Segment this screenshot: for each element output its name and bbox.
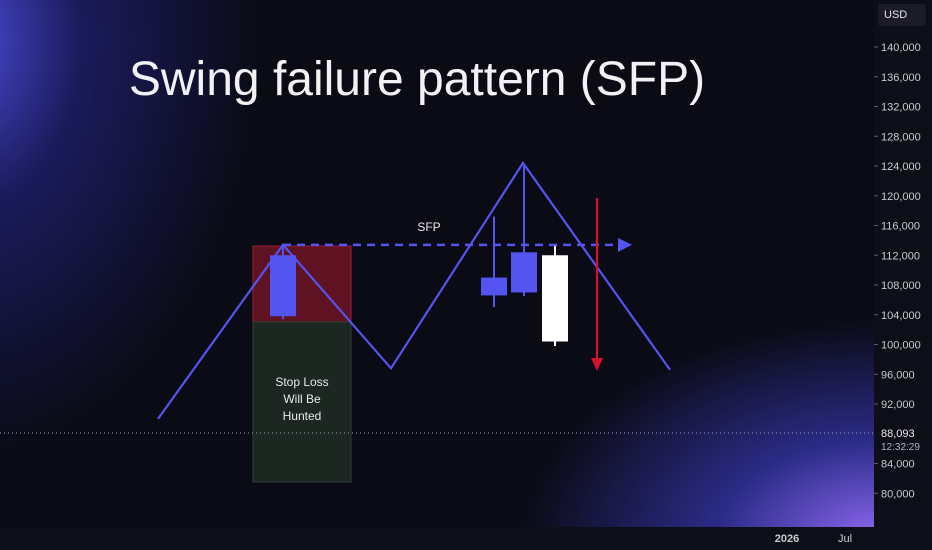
stop-loss-label-line: Hunted: [283, 409, 322, 423]
sfp-arrowhead: [618, 237, 632, 252]
y-tick-label: 124,000: [881, 161, 921, 173]
stop-loss-label-line: Will Be: [283, 392, 321, 406]
y-tick-label: 96,000: [881, 369, 915, 381]
stop-loss-zone-red: [252, 245, 352, 323]
y-tick-label: 140,000: [881, 42, 921, 54]
candle-body: [481, 277, 507, 296]
y-tick-label: 132,000: [881, 102, 921, 114]
y-tick-label: 128,000: [881, 131, 921, 143]
y-tick-label: 100,000: [881, 340, 921, 352]
zigzag-line: [157, 161, 671, 420]
price-axis[interactable]: [874, 0, 932, 550]
y-tick-label: 116,000: [881, 221, 920, 233]
y-tick-label: 108,000: [881, 280, 921, 292]
y-tick-label: 120,000: [881, 191, 921, 203]
y-tick-label: 112,000: [881, 250, 920, 262]
chart-area[interactable]: Swing failure pattern (SFP): [0, 0, 874, 527]
stop-loss-label-line: Stop Loss: [275, 375, 328, 389]
x-tick-label: 2026: [775, 533, 799, 545]
time-axis[interactable]: [0, 527, 874, 550]
y-tick-label: 136,000: [881, 72, 921, 84]
candle-body: [542, 255, 568, 342]
current-price-label: 88,093: [881, 428, 915, 440]
candle-2: [481, 216, 507, 308]
countdown-label: 12:32:29: [881, 442, 920, 453]
candle-3: [511, 166, 537, 297]
candle-4: [542, 244, 568, 346]
sfp-label: SFP: [417, 220, 440, 234]
y-tick-label: 80,000: [881, 488, 915, 500]
chart-title: Swing failure pattern (SFP): [128, 53, 706, 106]
candle-body: [511, 252, 537, 293]
candle-1: [270, 244, 296, 320]
down-arrow-head: [591, 358, 603, 371]
currency-button[interactable]: USD: [878, 4, 926, 26]
y-tick-label: 92,000: [881, 399, 915, 411]
stop-loss-zone-green: [252, 321, 352, 483]
y-tick-label: 84,000: [881, 459, 915, 471]
y-tick-label: 104,000: [881, 310, 921, 322]
x-tick-label: Jul: [838, 533, 852, 545]
candle-body: [270, 255, 296, 317]
